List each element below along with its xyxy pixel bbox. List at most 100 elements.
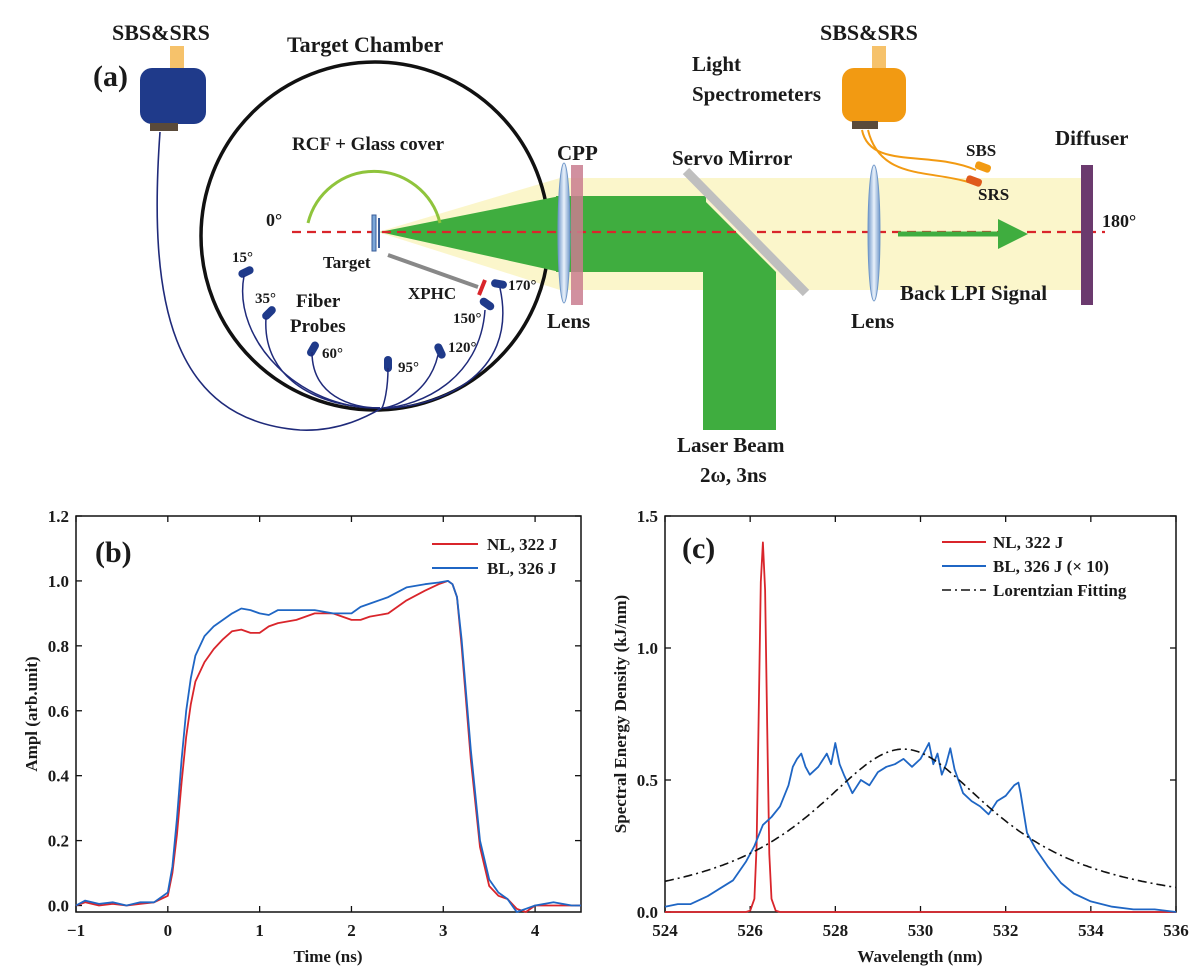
chart-b-xtick-label: 3 (439, 921, 448, 940)
fiber-probes-label-2: Probes (290, 316, 346, 337)
servo-mirror-label: Servo Mirror (672, 146, 792, 170)
legend-c-nl-label: NL, 322 J (993, 533, 1064, 552)
probe-60 (307, 341, 319, 357)
chart-c-xlabel: Wavelength (nm) (857, 947, 982, 966)
lens-right-label: Lens (851, 309, 894, 333)
angle-170-label: 170° (508, 278, 537, 294)
legend-c-bl-label: BL, 326 J (× 10) (993, 557, 1109, 576)
spectrometer-right-body (842, 68, 906, 122)
fiber-probes (238, 266, 507, 372)
angle-150-label: 150° (453, 311, 482, 327)
xphc-line (387, 253, 479, 289)
chart-b-xtick-label: 1 (255, 921, 264, 940)
chart-b-lines (75, 580, 581, 913)
chart-b-xlabel: Time (ns) (293, 947, 362, 966)
angle-15-label: 15° (232, 250, 253, 266)
cpp-label: CPP (557, 141, 598, 165)
spectrometer-left-connector (170, 46, 184, 70)
chart-b-xtick-label: 2 (347, 921, 356, 940)
chart-b-ytick-label: 0.8 (48, 637, 69, 656)
chart-b-ytick-label: 0.0 (48, 897, 69, 916)
sbs-label: SBS (966, 141, 996, 160)
chart-b-xtick-label: −1 (67, 921, 85, 940)
rcf-glass-cover-arc (306, 169, 442, 224)
chart-c-xtick-label: 528 (823, 921, 849, 940)
srs-probe (965, 175, 983, 187)
legend-b-bl-label: BL, 326 J (487, 559, 557, 578)
fiber-srs (867, 129, 969, 183)
rcf-cover-label: RCF + Glass cover (292, 134, 445, 155)
chart-c-ytick-label: 1.0 (637, 639, 658, 658)
fiber-main (156, 131, 383, 431)
probe-170 (491, 279, 507, 289)
chart-b-ytick-label: 0.2 (48, 832, 69, 851)
chart-b-xtick-label: 0 (164, 921, 173, 940)
chart-b-ylabel: Ampl (arb.unit) (22, 656, 41, 771)
target-chamber-label: Target Chamber (287, 32, 443, 57)
sbs-probe (974, 161, 992, 173)
laser-vertical-beam (700, 196, 776, 430)
chart-c-series-1-line (664, 742, 1177, 913)
chart-c-xtick-label: 530 (908, 921, 934, 940)
spectrometer-right-connector (872, 46, 886, 70)
chart-c-xtick-label: 534 (1078, 921, 1104, 940)
chart-c-xtick-label: 526 (737, 921, 763, 940)
probe-95 (384, 356, 392, 372)
chart-c-series-2-line (664, 748, 1177, 889)
spectrometer-right-port (852, 121, 878, 129)
chart-c-lines (664, 541, 1177, 913)
srs-label: SRS (978, 185, 1009, 204)
xphc-red-mark (477, 279, 487, 296)
angle-60-label: 60° (322, 346, 343, 362)
angle-35-label: 35° (255, 291, 276, 307)
angle-120-label: 120° (448, 340, 477, 356)
probe-150 (479, 297, 495, 311)
chart-b-ytick-label: 0.6 (48, 702, 69, 721)
panel-a-setup: (a) SBS&SRS Target Chamber RCF + Glass c… (93, 20, 1136, 487)
light-spectrometers-label-2: Spectrometers (692, 82, 821, 106)
probe-fibers (241, 275, 504, 409)
laser-cone (380, 196, 560, 272)
lens-left-label: Lens (547, 309, 590, 333)
angle-180-label: 180° (1102, 211, 1136, 231)
chart-c-ytick-label: 0.5 (637, 771, 658, 790)
laser-beam-label-1: Laser Beam (677, 433, 785, 457)
chart-b-ytick-label: 1.0 (48, 572, 69, 591)
target-foil-2 (378, 218, 380, 248)
legend-b-nl-label: NL, 322 J (487, 535, 558, 554)
chart-c-ylabel: Spectral Energy Density (kJ/nm) (611, 595, 630, 833)
chart-c-ytick-label: 1.5 (637, 507, 658, 526)
chart-c-xtick-label: 524 (652, 921, 678, 940)
chart-b-xtick-label: 4 (531, 921, 540, 940)
chart-b-ytick-label: 0.4 (48, 767, 70, 786)
diffuser-plate (1081, 165, 1093, 305)
light-spectrometers-label-1: Light (692, 52, 741, 76)
xphc-label: XPHC (408, 284, 456, 303)
chart-c-xtick-label: 532 (993, 921, 1019, 940)
chart-c-ticks: 524 526 528 530 532 534 536 0.0 0.5 1.0 1.5 (637, 507, 1189, 940)
probe-15 (238, 266, 254, 278)
sbs-srs-right-label: SBS&SRS (820, 20, 918, 45)
chart-b-frame (75, 515, 582, 913)
chart-b-ticks: −1 0 1 2 3 4 0.0 0.2 0.4 0.6 0.8 1.0 1.2 (48, 507, 581, 940)
chart-b-ytick-label: 1.2 (48, 507, 69, 526)
back-lpi-label: Back LPI Signal (900, 281, 1047, 305)
chart-b: −1 0 1 2 3 4 0.0 0.2 0.4 0.6 0.8 1.0 1.2 (b) Time (n… (22, 507, 582, 966)
chart-c: 524 526 528 530 532 534 536 0.0 0.5 1.0 1.5 (c) Wa… (611, 507, 1189, 966)
lens-right (867, 164, 881, 302)
chart-c-xtick-label: 536 (1163, 921, 1189, 940)
chart-b-series-0-line (75, 580, 581, 913)
panel-a-label: (a) (93, 60, 128, 93)
chart-b-panel-label: (b) (95, 536, 132, 569)
angle-95-label: 95° (398, 360, 419, 376)
target-foil (371, 214, 377, 252)
chart-c-panel-label: (c) (682, 532, 715, 565)
chart-b-legend: NL, 322 J BL, 326 J (432, 535, 558, 578)
sbs-srs-left-label: SBS&SRS (112, 20, 210, 45)
chart-c-series-0-line (665, 541, 1176, 913)
cpp-plate (571, 165, 583, 305)
legend-c-lor-label: Lorentzian Fitting (993, 581, 1127, 600)
chart-c-ytick-label: 0.0 (637, 903, 658, 922)
probe-35 (262, 306, 276, 320)
